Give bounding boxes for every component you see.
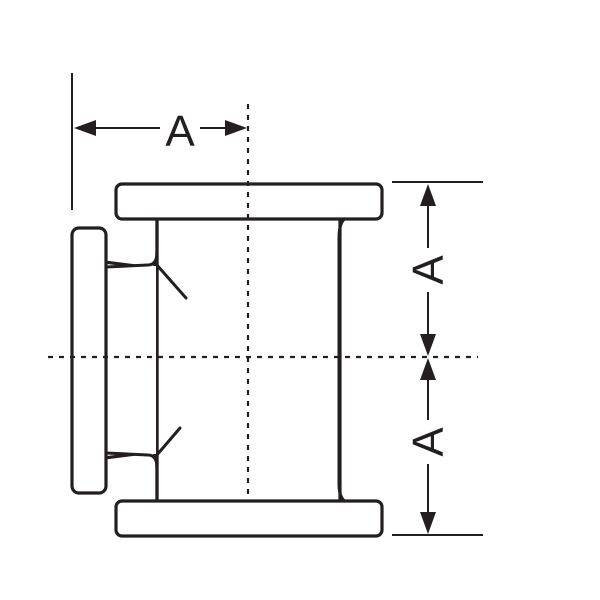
top-flange bbox=[114, 182, 384, 221]
hub-lower-leader bbox=[154, 426, 182, 458]
horizontal-dimension-label: A bbox=[165, 107, 195, 156]
run-right-wall bbox=[337, 216, 348, 504]
vertical-dimension-lower: A bbox=[404, 358, 453, 534]
hub-upper-leader bbox=[154, 262, 188, 300]
hub-upper-contour bbox=[104, 216, 159, 269]
hub-neck-fill bbox=[104, 266, 156, 454]
arrow-left-icon bbox=[74, 120, 96, 136]
arrow-up-lower-icon bbox=[420, 358, 436, 380]
hub-lower-contour bbox=[104, 451, 159, 504]
bottom-flange bbox=[114, 499, 384, 538]
arrow-down-icon bbox=[420, 334, 436, 356]
vertical-dimension-upper: A bbox=[404, 184, 453, 356]
horizontal-dimension: A bbox=[74, 107, 247, 156]
side-flange bbox=[70, 226, 108, 495]
vertical-dimension-lower-label: A bbox=[404, 427, 453, 457]
arrow-right-icon bbox=[225, 120, 247, 136]
vertical-dimension-upper-label: A bbox=[404, 255, 453, 285]
arrow-up-icon bbox=[420, 184, 436, 206]
arrow-down-lower-icon bbox=[420, 512, 436, 534]
